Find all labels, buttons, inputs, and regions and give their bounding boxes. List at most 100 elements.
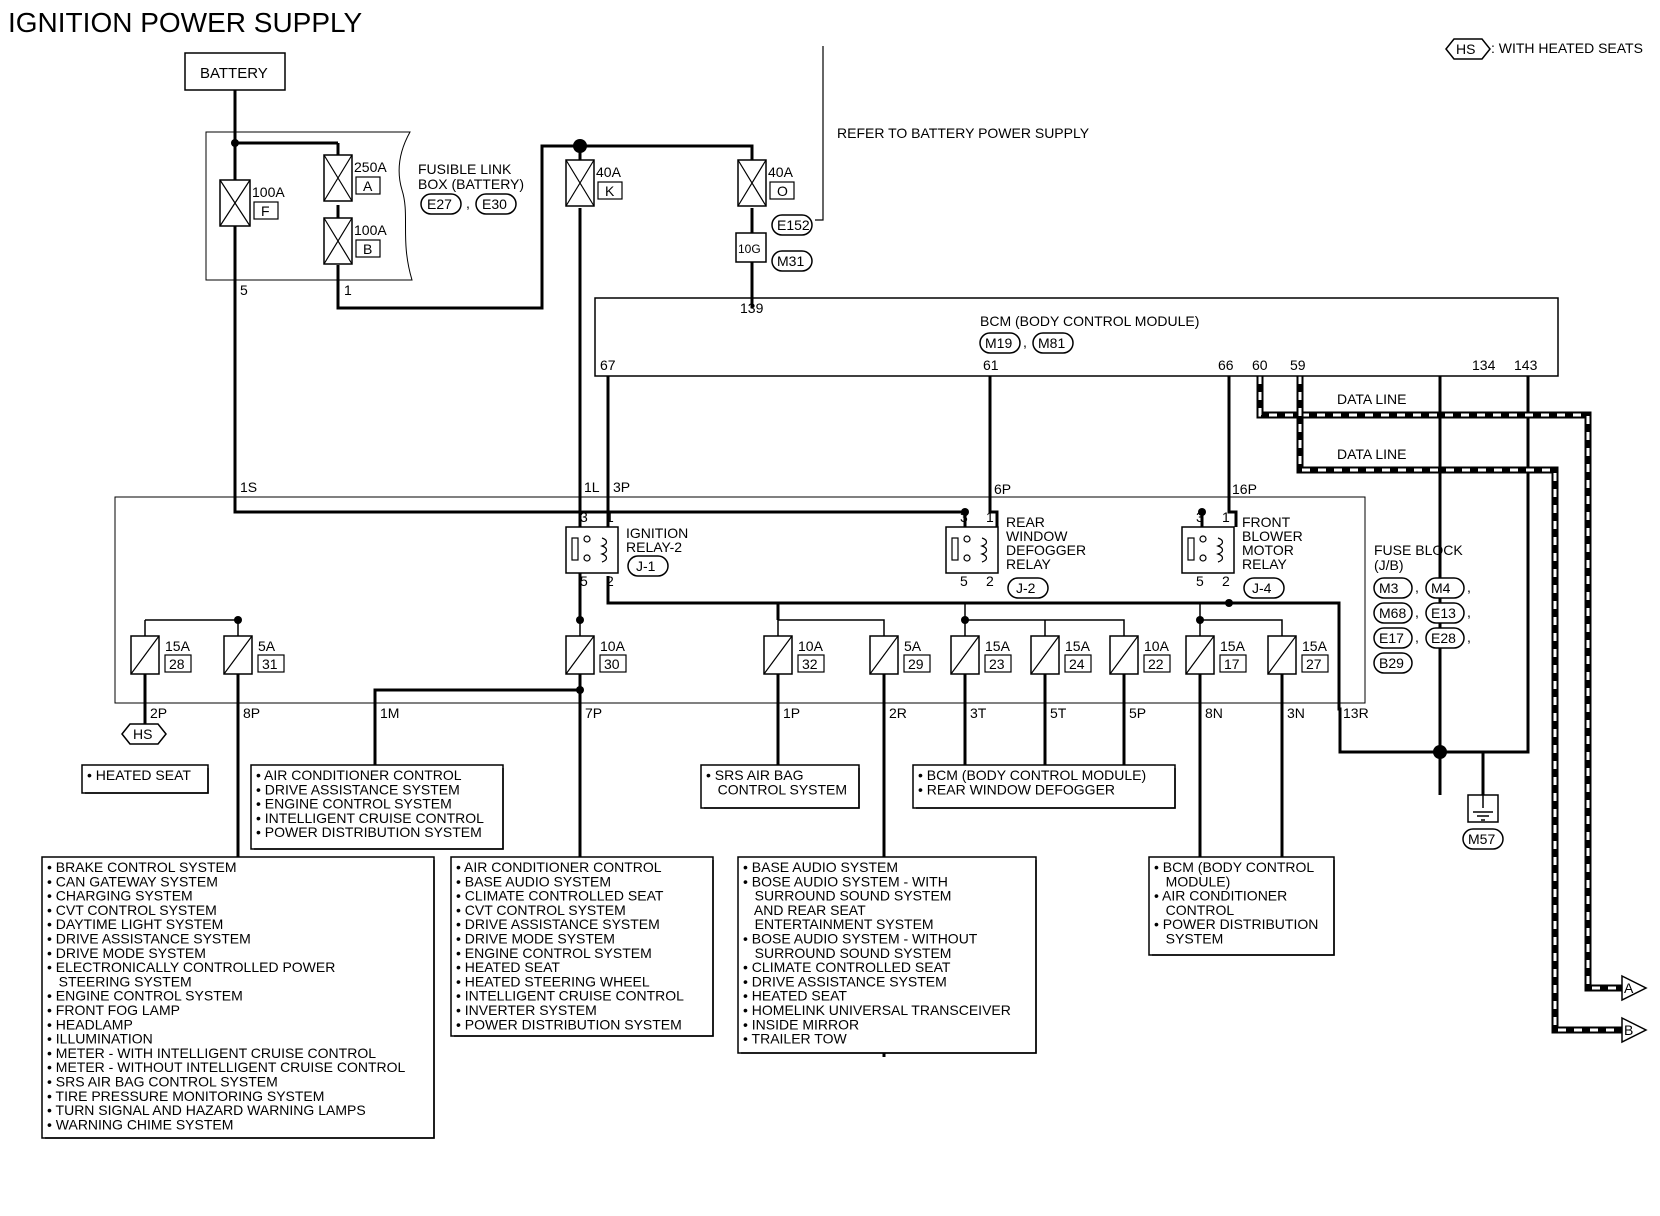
fuse-id: 27 <box>1306 656 1322 672</box>
box-line: • ILLUMINATION <box>47 1031 153 1047</box>
svg-text:,: , <box>1467 579 1471 595</box>
box-line: • CAN GATEWAY SYSTEM <box>47 873 218 889</box>
bcm-box <box>594 297 1559 377</box>
box-line: • DRIVE ASSISTANCE SYSTEM <box>743 973 947 989</box>
fb-connector: B29 <box>1373 652 1413 674</box>
box-line: • HEATED SEAT <box>87 767 191 783</box>
svg-text:B: B <box>1624 1022 1633 1038</box>
fuse-id: 30 <box>604 656 620 672</box>
box-line: SURROUND SOUND SYSTEM <box>743 888 951 904</box>
fb-pin-1s: 1S <box>240 479 257 495</box>
comma: , <box>466 195 470 211</box>
box-line: • METER - WITHOUT INTELLIGENT CRUISE CON… <box>47 1059 406 1075</box>
fusible-link-label-2: BOX (BATTERY) <box>418 176 524 192</box>
pin-1m: 1M <box>380 705 399 721</box>
fuse-id: 31 <box>262 656 278 672</box>
svg-text:M19: M19 <box>985 335 1012 351</box>
bcm-pin-59: 59 <box>1290 357 1306 373</box>
fuse-pin: 2R <box>889 705 907 721</box>
fuse-block-sub: (J/B) <box>1374 557 1404 573</box>
fuse-amp: 15A <box>165 638 191 654</box>
box-line: • HOMELINK UNIVERSAL TRANSCEIVER <box>743 1002 1011 1018</box>
box-line: • POWER DISTRIBUTION SYSTEM <box>256 824 482 840</box>
data-line-label-1: DATA LINE <box>1337 391 1407 407</box>
fb-pin-3p: 3P <box>613 479 630 495</box>
connector-arrow-a: A <box>1621 974 1648 1002</box>
fusible-link-box <box>205 131 413 281</box>
relay-id: J-2 <box>1016 580 1036 596</box>
fb-pin-1l: 1L <box>584 479 600 495</box>
bcm-label: BCM (BODY CONTROL MODULE) <box>980 313 1199 329</box>
relay-pin: 3 <box>960 509 968 525</box>
svg-text:M68: M68 <box>1379 605 1406 621</box>
connector-arrow-b: B <box>1621 1016 1648 1044</box>
fuse-amp: 15A <box>1220 638 1246 654</box>
bcm-pin-134: 134 <box>1472 357 1496 373</box>
box-line: • HEATED SEAT <box>743 988 847 1004</box>
fuse-amp: 10A <box>1144 638 1170 654</box>
bcm-pin-61: 61 <box>983 357 999 373</box>
relay-pin: 1 <box>606 509 614 525</box>
relay-pin: 2 <box>1222 573 1230 589</box>
box-box-8p: • BRAKE CONTROL SYSTEM• CAN GATEWAY SYST… <box>41 856 435 1139</box>
conn-m81: M81 <box>1032 332 1074 354</box>
box-line: • DRIVE MODE SYSTEM <box>47 945 206 961</box>
fuse-id: K <box>605 183 615 199</box>
box-line: • INTELLIGENT CRUISE CONTROL <box>256 810 484 826</box>
legend: HS : WITH HEATED SEATS <box>1445 38 1643 60</box>
box-line: • ENGINE CONTROL SYSTEM <box>456 945 652 961</box>
hs-symbol <box>1445 38 1491 60</box>
relay-pin: 3 <box>580 509 588 525</box>
fuse-pin: 2P <box>150 705 167 721</box>
bcm-pin-60: 60 <box>1252 357 1268 373</box>
relay-label: RELAY <box>1242 556 1288 572</box>
fb-connector: M3, <box>1373 577 1419 599</box>
box-line: • CHARGING SYSTEM <box>47 888 193 904</box>
fuse-pin: 5T <box>1050 705 1067 721</box>
box-line: • DRIVE ASSISTANCE SYSTEM <box>47 931 251 947</box>
conn-m57: M57 <box>1462 828 1504 850</box>
bcm-pin-139: 139 <box>740 300 764 316</box>
relay-label: RELAY <box>1006 556 1052 572</box>
fuse-amp: 10A <box>600 638 626 654</box>
pin-13r: 13R <box>1343 705 1369 721</box>
relay-label: MOTOR <box>1242 542 1294 558</box>
fuse-amp: 40A <box>768 164 794 180</box>
box-line: MODULE) <box>1154 873 1230 889</box>
relay-pin: 1 <box>1222 509 1230 525</box>
box-line: • CVT CONTROL SYSTEM <box>456 902 626 918</box>
fuse-pin: 8N <box>1205 705 1223 721</box>
box-box-3t: • BCM (BODY CONTROL MODULE)• REAR WINDOW… <box>912 764 1176 809</box>
svg-text:E13: E13 <box>1431 605 1456 621</box>
box-line: • HEATED STEERING WHEEL <box>456 973 650 989</box>
fb-connector: E13, <box>1425 602 1471 624</box>
fuse-amp: 15A <box>1065 638 1091 654</box>
box-line: • AIR CONDITIONER <box>1154 888 1287 904</box>
relay-pin: 2 <box>606 573 614 589</box>
conn-m31: M31 <box>771 250 813 272</box>
relay-pin: 5 <box>1196 573 1204 589</box>
box-line: • CLIMATE CONTROLLED SEAT <box>743 959 951 975</box>
box-line: • DAYTIME LIGHT SYSTEM <box>47 916 223 932</box>
box-line: • INSIDE MIRROR <box>743 1016 859 1032</box>
svg-text:,: , <box>1467 604 1471 620</box>
box-line: AND REAR SEAT <box>743 902 866 918</box>
svg-text:M57: M57 <box>1468 831 1495 847</box>
relay-id: J-1 <box>636 558 656 574</box>
fuse-amp: 250A <box>354 159 387 175</box>
box-line: • ENGINE CONTROL SYSTEM <box>47 988 243 1004</box>
fuse-amp: 5A <box>904 638 922 654</box>
fusible-link-label-1: FUSIBLE LINK <box>418 161 512 177</box>
box-line: • INTELLIGENT CRUISE CONTROL <box>456 988 684 1004</box>
fb-pin-16p: 16P <box>1232 481 1257 497</box>
box-line: • ENGINE CONTROL SYSTEM <box>256 796 452 812</box>
fuses: 15A282P5A318P10A307P10A321P5A292R15A233T… <box>130 635 1329 721</box>
relay-pin: 5 <box>960 573 968 589</box>
